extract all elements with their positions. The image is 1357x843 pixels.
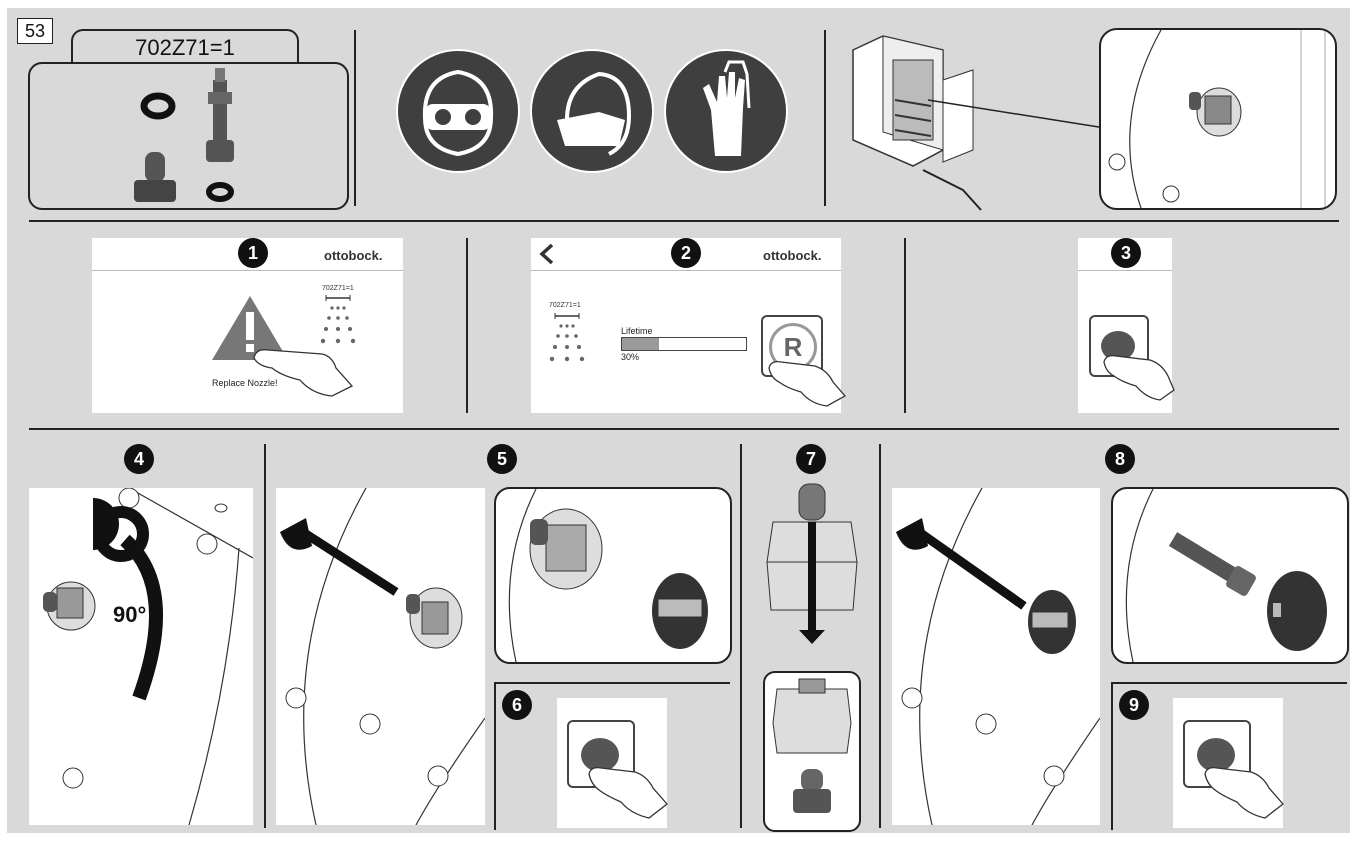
protective-gloves-icon: [663, 48, 789, 174]
step5-illustration: [276, 488, 485, 825]
nozzle-cap-icon: [134, 152, 176, 202]
o-ring-icon: [144, 96, 172, 116]
divider: [466, 238, 468, 413]
divider: [824, 30, 826, 206]
brand-logo: ottobock.: [763, 248, 822, 263]
divider: [904, 238, 906, 413]
back-arrow-icon[interactable]: [537, 242, 557, 266]
screen-confirm: [557, 698, 667, 828]
row-separator: [29, 428, 1339, 430]
step-number: 7: [796, 444, 826, 474]
insert-nozzle-illustration: [892, 488, 1100, 825]
nozzle-part-label: 702Z71=1: [549, 302, 581, 309]
pointing-hand-icon: [587, 754, 667, 820]
lifetime-progress-fill: [622, 338, 659, 350]
step-number: 2: [671, 238, 701, 268]
screen-header-line: [92, 270, 403, 271]
nozzle-removed-detail: [496, 489, 730, 662]
step-number: 8: [1105, 444, 1135, 474]
divider: [879, 444, 881, 828]
rotate-nozzle-illustration: [29, 488, 253, 825]
divider: [354, 30, 356, 206]
screen-header-line: [1078, 270, 1172, 271]
safety-goggles-icon: [395, 48, 521, 174]
small-o-ring-icon: [209, 185, 231, 199]
step-number: 6: [502, 690, 532, 720]
step5-detail-box: [494, 487, 732, 664]
nozzle-detail-illustration: [1101, 30, 1335, 208]
screen-header-line: [531, 270, 841, 271]
disassemble-nozzle-illustration: [757, 482, 867, 658]
row-separator: [29, 220, 1339, 222]
step4-illustration: 90°: [29, 488, 253, 825]
figure-number: 53: [17, 18, 53, 44]
lifetime-label: Lifetime: [621, 326, 653, 336]
replace-nozzle-message: Replace Nozzle!: [212, 378, 278, 388]
figure-panel: 53 702Z71=1: [7, 8, 1350, 833]
face-mask-icon: [529, 48, 655, 174]
rotation-angle-label: 90°: [113, 602, 146, 628]
step7-detail-box: [763, 671, 861, 832]
kit-parts-illustration: [28, 62, 348, 208]
kit-part-number: 702Z71=1: [71, 35, 299, 61]
zoom-detail-box: [1099, 28, 1337, 210]
step8-illustration: [892, 488, 1100, 825]
lifetime-percent: 30%: [621, 352, 639, 362]
remove-nozzle-illustration: [276, 488, 485, 825]
lifetime-progress-bar: [621, 337, 747, 351]
nozzle-tube-icon: [206, 68, 234, 162]
disassembled-parts: [765, 673, 859, 830]
spray-nozzle-icon: [547, 312, 597, 372]
divider: [264, 444, 266, 828]
step-number: 3: [1111, 238, 1141, 268]
step-number: 1: [238, 238, 268, 268]
nozzle-part-label: 702Z71=1: [322, 285, 354, 292]
device-illustration: [843, 20, 1123, 210]
step-number: 5: [487, 444, 517, 474]
new-nozzle-detail: [1113, 489, 1347, 662]
brand-logo: ottobock.: [324, 248, 383, 263]
step-number: 4: [124, 444, 154, 474]
step-number: 9: [1119, 690, 1149, 720]
pointing-hand-icon: [767, 348, 847, 408]
divider: [740, 444, 742, 828]
step8-detail-box: [1111, 487, 1349, 664]
screen-confirm: [1173, 698, 1283, 828]
pointing-hand-icon: [1102, 342, 1174, 402]
pointing-hand-icon: [1203, 754, 1283, 820]
